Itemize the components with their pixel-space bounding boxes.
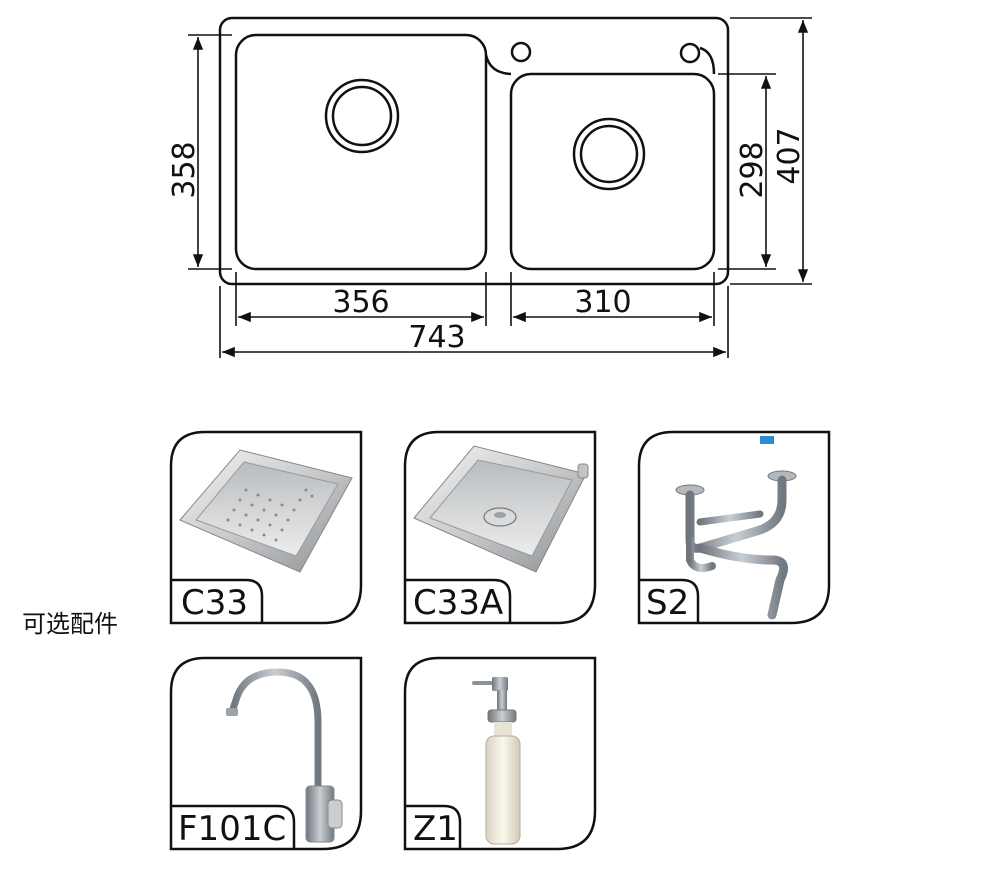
accessory-code-c33a: C33A (413, 583, 503, 623)
optional-accessories-label: 可选配件 (22, 610, 118, 638)
drain-basket-icon (413, 445, 589, 573)
accessory-code-s2: S2 (646, 583, 689, 623)
accessory-card-s2: S2 (637, 430, 831, 625)
dim-overall-width: 743 (408, 320, 465, 355)
dim-right-bowl-depth: 298 (735, 141, 770, 198)
accessory-code-z1: Z1 (413, 809, 458, 849)
accessory-code-f101c: F101C (178, 809, 286, 849)
faucet-icon (226, 668, 343, 843)
dim-left-bowl-depth: 358 (167, 141, 202, 198)
soap-dispenser-icon (472, 677, 521, 845)
accessory-card-f101c: F101C (169, 656, 363, 851)
dim-overall-depth: 407 (772, 127, 807, 184)
sink-outline (218, 16, 730, 286)
dim-right-bowl-width: 310 (574, 285, 631, 320)
right-bowl (484, 46, 716, 271)
left-drain-icon (324, 78, 400, 154)
accessory-card-c33: C33 (169, 430, 363, 625)
colander-basket-icon (179, 449, 353, 573)
left-bowl (234, 33, 488, 271)
tap-holes (510, 41, 701, 64)
dim-left-bowl-width: 356 (332, 285, 389, 320)
accessory-card-c33a: C33A (403, 430, 597, 625)
accessory-card-z1: Z1 (403, 656, 597, 851)
right-drain-icon (572, 117, 646, 191)
accessory-code-c33: C33 (181, 583, 248, 623)
drain-pipe-kit-icon (675, 436, 797, 620)
